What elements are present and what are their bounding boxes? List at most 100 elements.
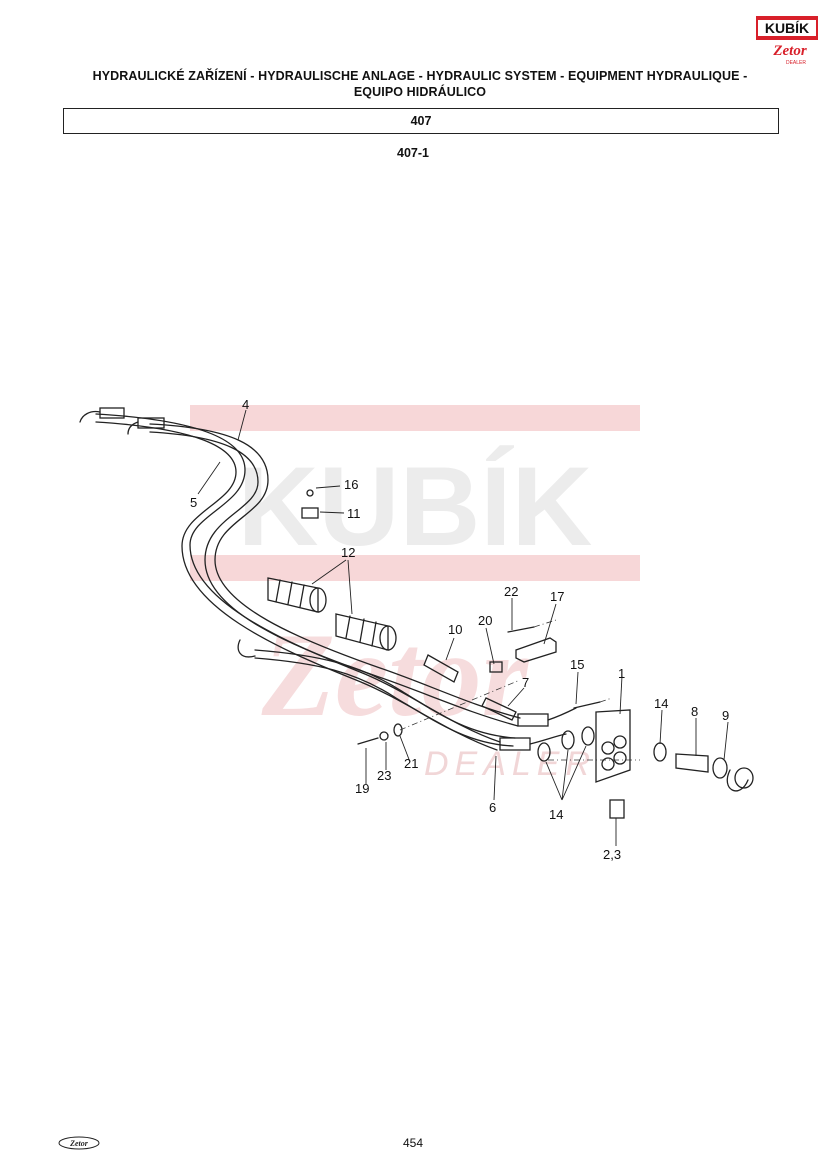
callout-16: 16 — [344, 477, 359, 492]
footer-zetor-logo: Zetor — [58, 1136, 100, 1150]
callout-1: 1 — [618, 666, 626, 681]
footer-logo-oval — [58, 1136, 100, 1150]
kubik-watermark: KUBÍK Zetor DEALER — [190, 405, 640, 783]
clamp-10 — [423, 654, 459, 683]
clip-20 — [489, 661, 503, 673]
callout-22: 22 — [504, 584, 519, 599]
callout-12: 12 — [341, 545, 356, 560]
leader-12 — [311, 559, 353, 615]
callout-5: 5 — [190, 495, 198, 510]
leader-4 — [237, 409, 247, 441]
watermark-kubik-text: KUBÍK — [238, 444, 593, 569]
mounting-plate-1 — [595, 709, 631, 783]
page-title-line-1: HYDRAULICKÉ ZAŘÍZENÍ - HYDRAULISCHE ANLA… — [92, 69, 748, 83]
dust-cap-9 — [734, 767, 754, 789]
hose-5 — [95, 413, 501, 743]
quick-coupling-8 — [675, 753, 709, 773]
hose-5-elbow — [79, 410, 101, 423]
hydraulic-parts-diagram — [79, 407, 754, 846]
kubik-logo-text: KUBÍK — [765, 20, 809, 36]
bolt-19 — [357, 737, 379, 745]
callout-15: 15 — [570, 657, 585, 672]
kubik-logo-plate — [758, 20, 816, 36]
o-ring-14c — [537, 742, 551, 762]
assembly-line-22 — [533, 619, 557, 628]
callout-4: 4 — [242, 397, 250, 412]
leader-6 — [493, 755, 497, 801]
callout-14-upper: 14 — [654, 696, 669, 711]
hose-5-right-fitting — [499, 737, 531, 751]
subsection-number: 407-1 — [397, 146, 429, 160]
kubik-zetor-logo: KUBÍK Zetor DEALER — [756, 16, 818, 66]
page-title: HYDRAULICKÉ ZAŘÍZENÍ - HYDRAULISCHE ANLA… — [40, 68, 800, 100]
leader-14a — [659, 709, 663, 745]
hose-4-elbow — [127, 421, 139, 435]
clamp-7 — [481, 697, 517, 721]
hose-4-left-fitting — [137, 417, 165, 429]
callout-11: 11 — [347, 506, 361, 521]
hose-4-right-fitting — [517, 713, 549, 727]
label-plate-2-3 — [609, 799, 625, 819]
protective-sleeve-lower — [335, 613, 397, 651]
callout-21: 21 — [404, 756, 419, 771]
watermark-dealer-text: DEALER — [424, 745, 596, 783]
clip-11 — [301, 507, 319, 519]
hose-4 — [149, 423, 521, 719]
watermark-mid-band — [190, 555, 640, 581]
page-title-line-2: EQUIPO HIDRÁULICO — [353, 85, 487, 99]
leader-11 — [319, 511, 345, 514]
leader-1 — [619, 675, 623, 715]
watermark-top-band — [190, 405, 640, 431]
page-number: 454 — [402, 1136, 424, 1150]
callout-10: 10 — [448, 622, 463, 637]
hose-6-end — [237, 639, 256, 658]
plate-hole-4 — [613, 751, 627, 765]
coupling-8-ring — [712, 757, 728, 779]
hose-5-right-bend — [529, 733, 567, 745]
callout-8: 8 — [691, 704, 699, 719]
nut-23 — [379, 731, 389, 741]
callout-9: 9 — [722, 708, 730, 723]
protective-sleeve-upper — [267, 577, 327, 613]
leader-10 — [445, 637, 455, 661]
callout-20: 20 — [478, 613, 493, 628]
callout-14-lower: 14 — [549, 807, 564, 822]
hose-6-outline — [254, 657, 514, 747]
callout-6: 6 — [489, 800, 497, 815]
hose-5-left-fitting — [99, 407, 125, 419]
o-ring-14a — [561, 730, 575, 750]
bracket-17 — [515, 637, 557, 663]
dealer-logo-text: DEALER — [786, 60, 806, 66]
leader-20 — [485, 627, 495, 665]
callout-7: 7 — [522, 675, 530, 690]
leader-5 — [197, 461, 221, 495]
section-number-box: 407 — [63, 108, 779, 134]
bolt-15 — [573, 701, 601, 709]
leader-16 — [315, 485, 341, 489]
assembly-line-15 — [599, 697, 613, 703]
hose-5-outline — [95, 421, 498, 751]
assembly-line-19-21 — [399, 679, 521, 731]
watermark-zetor-text: Zetor — [261, 608, 530, 741]
hose-4-right-bend — [547, 707, 577, 721]
o-ring-14b — [581, 726, 595, 746]
hose-4-outline — [149, 431, 519, 727]
o-ring-14d — [653, 742, 667, 762]
hose-6 — [254, 649, 516, 739]
callout-23: 23 — [377, 768, 392, 783]
callout-2-3: 2,3 — [603, 847, 622, 862]
plate-hole-3 — [601, 757, 615, 771]
leader-17 — [543, 603, 557, 645]
footer-logo-text: Zetor — [69, 1139, 89, 1148]
zetor-logo-text: Zetor — [772, 43, 806, 59]
leader-7 — [507, 687, 525, 707]
callout-17: 17 — [550, 589, 565, 604]
bolt-22 — [507, 626, 535, 633]
leader-9 — [723, 721, 729, 761]
callout-19: 19 — [355, 781, 370, 796]
screw-16 — [306, 489, 314, 497]
dust-cap-9-strap — [726, 769, 749, 792]
plate-hole-2 — [613, 735, 627, 749]
leader-15 — [575, 671, 579, 705]
plate-hole-1 — [601, 741, 615, 755]
